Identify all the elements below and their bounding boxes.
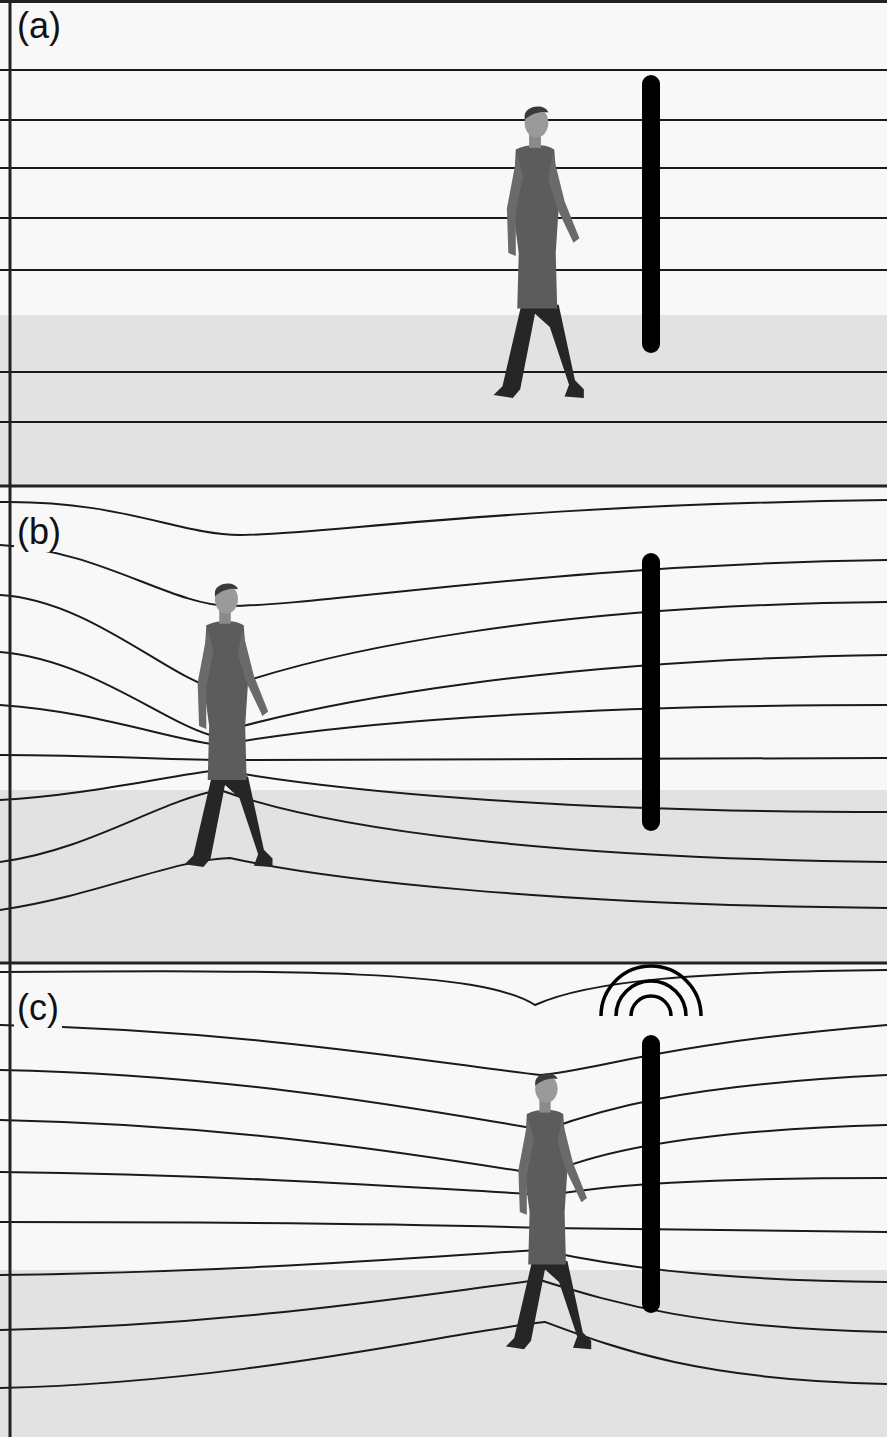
panel-label: (b)	[14, 512, 64, 552]
panel-label: (a)	[14, 6, 64, 46]
panel-label: (c)	[14, 988, 62, 1028]
